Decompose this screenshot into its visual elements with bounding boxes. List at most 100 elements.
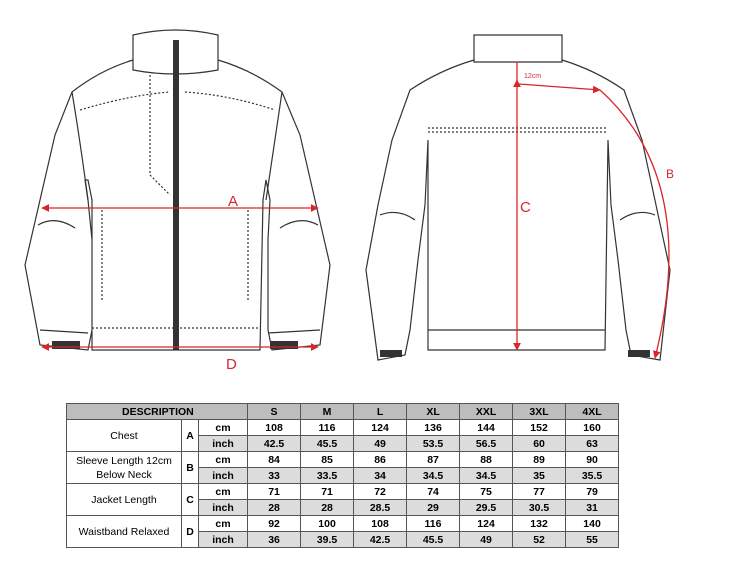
measurement-lines [41, 62, 670, 359]
value-cell: 29 [406, 499, 461, 516]
value-cell: 56.5 [459, 435, 514, 452]
value-cell: 30.5 [512, 499, 567, 516]
jacket-back-view [365, 34, 671, 361]
table-row: inch 33 33.5 34 34.5 34.5 35 35.5 [67, 467, 620, 484]
value-cell: 85 [300, 451, 355, 468]
measure-name-chest: Chest [66, 419, 182, 452]
value-cell: 75 [459, 483, 514, 500]
value-cell: 92 [247, 515, 302, 532]
back-left-cuff-tab [380, 350, 402, 357]
value-cell: 152 [512, 419, 567, 436]
value-cell: 124 [459, 515, 514, 532]
size-header-xl: XL [406, 403, 461, 420]
measure-letter: C [181, 483, 199, 516]
unit-cell: cm [197, 419, 249, 436]
value-cell: 86 [353, 451, 408, 468]
label-b: B [666, 167, 674, 181]
value-cell: 29.5 [459, 499, 514, 516]
size-header-l: L [353, 403, 408, 420]
value-cell: 72 [353, 483, 408, 500]
jacket-technical-drawing: A D C B 12cm [24, 29, 674, 373]
label-12cm: 12cm [524, 73, 541, 80]
value-cell: 49 [353, 435, 408, 452]
label-d: D [226, 356, 237, 373]
value-cell: 71 [247, 483, 302, 500]
size-header-3xl: 3XL [512, 403, 567, 420]
value-cell: 116 [406, 515, 461, 532]
table-row: Jacket Length C cm 71 71 72 74 75 77 79 [66, 483, 620, 516]
value-cell: 35.5 [565, 467, 620, 484]
unit-cell: cm [197, 451, 249, 468]
table-row: Waistband Relaxed D cm 92 100 108 116 12… [66, 515, 620, 548]
value-cell: 39.5 [300, 531, 355, 548]
front-zipper [173, 40, 179, 350]
value-cell: 116 [300, 419, 355, 436]
measure-name-waistband: Waistband Relaxed [66, 515, 182, 548]
value-cell: 33.5 [300, 467, 355, 484]
table-row: inch 42.5 45.5 49 53.5 56.5 60 63 [67, 435, 620, 452]
size-header-s: S [247, 403, 302, 420]
value-cell: 124 [353, 419, 408, 436]
value-cell: 87 [406, 451, 461, 468]
value-cell: 77 [512, 483, 567, 500]
value-cell: 79 [565, 483, 620, 500]
unit-cell: cm [197, 483, 249, 500]
value-cell: 52 [512, 531, 567, 548]
size-header-row: DESCRIPTION S M L XL XXL 3XL 4XL [65, 403, 620, 420]
value-cell: 28 [247, 499, 302, 516]
value-cell: 31 [565, 499, 620, 516]
table-row: inch 36 39.5 42.5 45.5 49 52 55 [67, 531, 620, 548]
value-cell: 90 [565, 451, 620, 468]
value-cell: 42.5 [247, 435, 302, 452]
measure-letter: A [181, 419, 199, 452]
value-cell: 136 [406, 419, 461, 436]
left-cuff-tab [52, 341, 80, 349]
value-cell: 45.5 [406, 531, 461, 548]
value-cell: 53.5 [406, 435, 461, 452]
value-cell: 108 [353, 515, 408, 532]
unit-cell: inch [197, 467, 249, 484]
size-header-4xl: 4XL [565, 403, 620, 420]
value-cell: 33 [247, 467, 302, 484]
value-cell: 160 [565, 419, 620, 436]
value-cell: 28 [300, 499, 355, 516]
value-cell: 88 [459, 451, 514, 468]
value-cell: 35 [512, 467, 567, 484]
size-header-m: M [300, 403, 355, 420]
value-cell: 49 [459, 531, 514, 548]
jacket-front-view [24, 29, 331, 351]
value-cell: 132 [512, 515, 567, 532]
measure-name-sleeve: Sleeve Length 12cm Below Neck [66, 451, 182, 484]
measure-name-jacket-length: Jacket Length [66, 483, 182, 516]
measure-letter: D [181, 515, 199, 548]
table-row: Sleeve Length 12cm Below Neck B cm 84 85… [66, 451, 620, 484]
unit-cell: inch [197, 531, 249, 548]
table-row: inch 28 28 28.5 29 29.5 30.5 31 [67, 499, 620, 516]
value-cell: 60 [512, 435, 567, 452]
back-right-cuff-tab [628, 350, 650, 357]
unit-cell: cm [197, 515, 249, 532]
unit-cell: inch [197, 435, 249, 452]
value-cell: 34 [353, 467, 408, 484]
value-cell: 71 [300, 483, 355, 500]
value-cell: 84 [247, 451, 302, 468]
measure-letter: B [181, 451, 199, 484]
size-header-xxl: XXL [459, 403, 514, 420]
value-cell: 100 [300, 515, 355, 532]
description-header: DESCRIPTION [65, 403, 249, 420]
value-cell: 74 [406, 483, 461, 500]
right-cuff-tab [270, 341, 298, 349]
table-row: Chest A cm 108 116 124 136 144 152 160 [66, 419, 620, 452]
value-cell: 55 [565, 531, 620, 548]
value-cell: 63 [565, 435, 620, 452]
label-c: C [520, 199, 531, 216]
value-cell: 108 [247, 419, 302, 436]
value-cell: 89 [512, 451, 567, 468]
value-cell: 28.5 [353, 499, 408, 516]
value-cell: 140 [565, 515, 620, 532]
value-cell: 42.5 [353, 531, 408, 548]
value-cell: 34.5 [459, 467, 514, 484]
size-chart-table: DESCRIPTION S M L XL XXL 3XL 4XL Chest A… [65, 403, 620, 548]
value-cell: 45.5 [300, 435, 355, 452]
value-cell: 34.5 [406, 467, 461, 484]
